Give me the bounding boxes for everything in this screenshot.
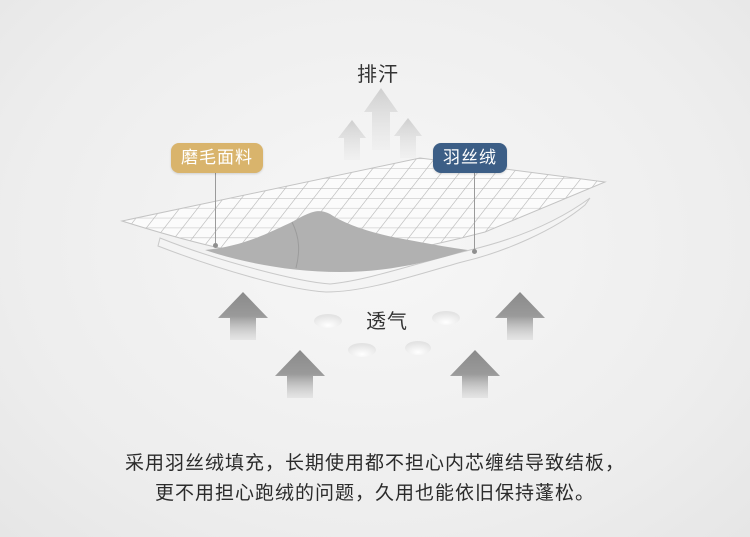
sweat-label: 排汗 — [357, 62, 399, 86]
sweat-arrow-icon — [338, 120, 366, 160]
down-pointer-dot — [472, 249, 477, 254]
breathe-arrows — [218, 292, 545, 398]
fabric-callout: 磨毛面料 — [171, 143, 263, 173]
up-arrow-icon — [450, 350, 500, 398]
breathe-label: 透气 — [366, 309, 408, 333]
down-callout: 羽丝绒 — [433, 143, 507, 173]
fabric-pointer-dot — [213, 243, 218, 248]
sweat-arrows — [338, 88, 422, 160]
sweat-arrow-icon — [394, 118, 422, 158]
up-arrow-icon — [495, 292, 545, 340]
sweat-arrow-icon — [364, 88, 398, 150]
batting-layer — [157, 197, 591, 293]
up-arrow-icon — [275, 350, 325, 398]
caption-line-2: 更不用担心跑绒的问题，久用也能依旧保持蓬松。 — [154, 482, 595, 504]
up-arrow-icon — [218, 292, 268, 340]
description-caption: 采用羽丝绒填充，长期使用都不担心内芯缠结导致结板， 更不用担心跑绒的问题，久用也… — [0, 448, 750, 508]
caption-line-1: 采用羽丝绒填充，长期使用都不担心内芯缠结导致结板， — [124, 452, 625, 474]
down-pointer-line — [474, 173, 475, 251]
brushed-fabric-fold — [205, 211, 468, 272]
fabric-pointer-line — [215, 173, 216, 245]
air-puffs — [314, 311, 460, 357]
